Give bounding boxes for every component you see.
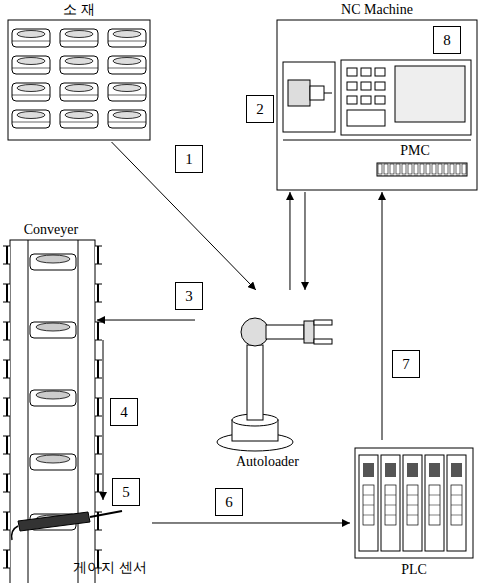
callout-number: 1 [175, 145, 203, 173]
node-sublabel: PMC [385, 143, 445, 159]
flow-arrow [112, 142, 256, 290]
drawing-path [12, 526, 18, 540]
drawing-rect [375, 96, 385, 104]
flow-arrow [289, 192, 290, 290]
callout-number: 6 [215, 488, 243, 516]
drawing-use [381, 455, 400, 551]
node-label: 게이지 센서 [64, 560, 156, 576]
drawing-use [12, 29, 50, 47]
drawing-use [425, 455, 444, 551]
drawing-use [108, 83, 146, 101]
material-tray-node: 소 재 [5, 2, 153, 142]
drawing-rect [10, 240, 95, 583]
drawing-use [30, 322, 76, 338]
drawing-use [403, 455, 422, 551]
drawing-rect [247, 345, 263, 420]
gauge-sensor-probe [12, 511, 122, 540]
flow-arrow [382, 192, 383, 440]
node-label: Autoloader [195, 454, 340, 470]
drawing-polygon [18, 512, 90, 531]
drawing-rect [375, 68, 385, 76]
drawing-rect [283, 62, 335, 132]
drawing-rect [95, 240, 102, 583]
callout-number: 8 [433, 26, 461, 54]
flow-arrow [103, 340, 104, 500]
drawing-rect [8, 20, 150, 140]
drawing-rect [347, 110, 385, 126]
drawing-rect [395, 66, 465, 122]
drawing-line [324, 93, 332, 94]
material-tray [8, 20, 150, 140]
drawing-rect [347, 68, 357, 76]
drawing-rect [314, 320, 332, 325]
drawing-rect [375, 82, 385, 90]
callout-number: 2 [246, 95, 274, 123]
drawing-rect [314, 339, 332, 344]
drawing-use [30, 254, 76, 270]
drawing-use [60, 110, 98, 128]
callout-number: 3 [175, 282, 203, 310]
drawing-use [60, 29, 98, 47]
drawing-rect [361, 68, 371, 76]
drawing-use [359, 455, 378, 551]
drawing-rect [347, 96, 357, 104]
conveyor-node: 게이지 센서Conveyer [5, 222, 97, 583]
callout-number: 5 [112, 478, 140, 506]
drawing-rect [341, 60, 471, 135]
robot-arm [217, 318, 332, 451]
drawing-use [12, 83, 50, 101]
drawing-use [447, 455, 466, 551]
drawing-use [108, 29, 146, 47]
autoloader-node: Autoloader [195, 290, 340, 480]
flow-arrow [152, 522, 350, 523]
drawing-rect [361, 82, 371, 90]
drawing-rect [3, 240, 10, 583]
drawing-circle [241, 318, 269, 346]
drawing-use [108, 110, 146, 128]
plc-rack [355, 448, 473, 558]
drawing-rect [347, 82, 357, 90]
drawing-line [28, 240, 29, 583]
drawing-rect [288, 80, 310, 106]
drawing-rect [355, 448, 473, 558]
conveyor [3, 240, 102, 583]
callout-number: 7 [392, 350, 420, 378]
flow-arrow [97, 320, 195, 321]
drawing-use [108, 56, 146, 74]
drawing-use [30, 390, 76, 406]
flow-arrow [304, 192, 305, 290]
plc-node: PLC [350, 440, 478, 580]
drawing-use [12, 110, 50, 128]
drawing-line [283, 140, 471, 141]
sensor-node: 게이지 센서 [12, 506, 152, 578]
drawing-rect [377, 163, 467, 176]
callout-number: 4 [110, 398, 138, 426]
drawing-rect [266, 325, 304, 339]
drawing-use [12, 56, 50, 74]
drawing-rect [277, 20, 477, 190]
nc-machine [277, 20, 477, 190]
drawing-rect [304, 321, 314, 343]
drawing-rect [310, 86, 324, 100]
drawing-use [30, 454, 76, 470]
drawing-use [60, 56, 98, 74]
drawing-rect [361, 96, 371, 104]
node-label: PLC [350, 562, 478, 578]
node-label: NC Machine [275, 2, 479, 18]
drawing-use [60, 83, 98, 101]
drawing-line [90, 511, 122, 517]
drawing-line [78, 240, 79, 583]
node-label: 소 재 [5, 2, 153, 18]
node-label: Conveyer [5, 222, 97, 238]
